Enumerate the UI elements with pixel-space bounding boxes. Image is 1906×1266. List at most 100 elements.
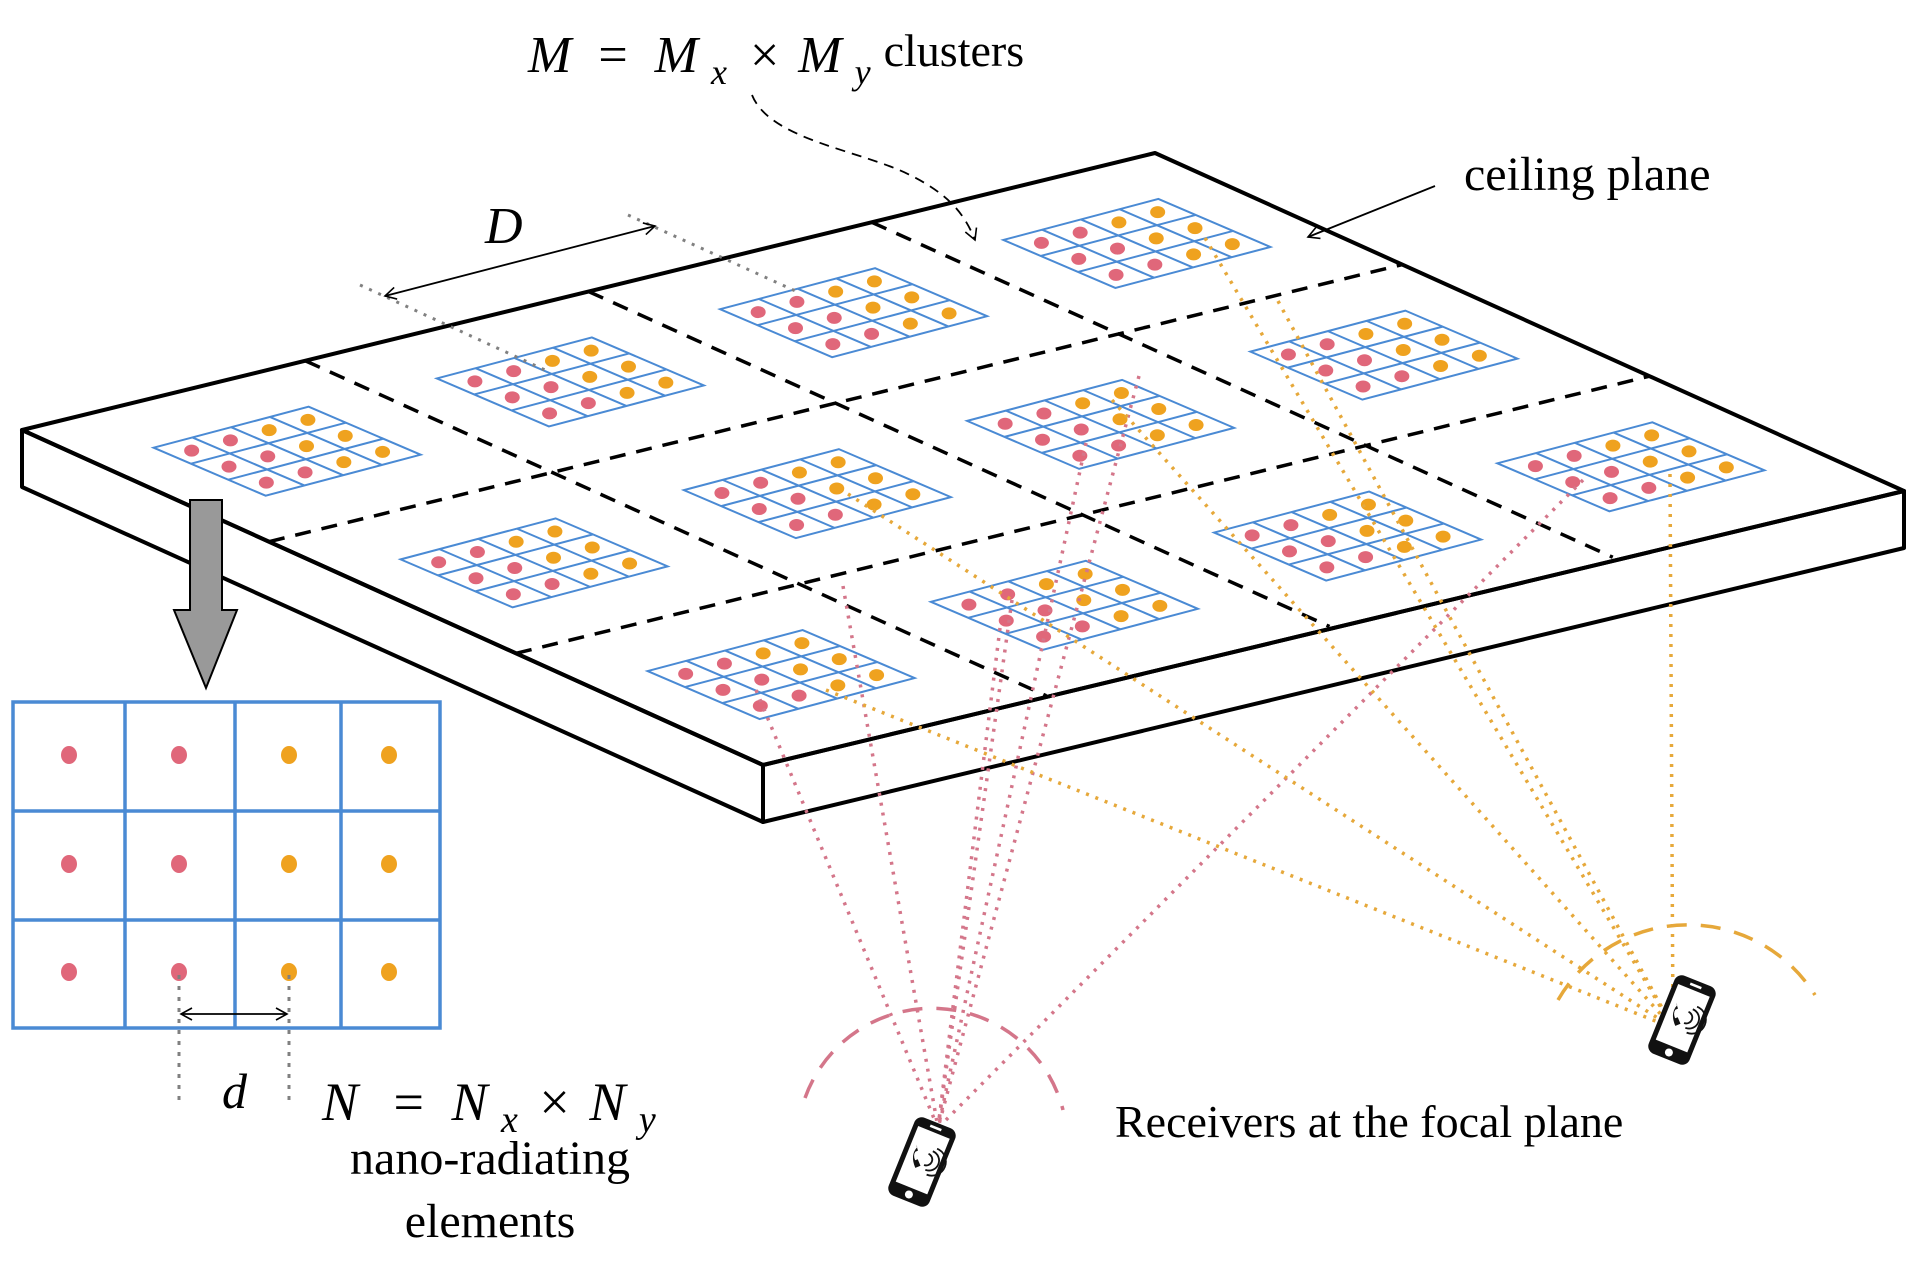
enlarged-element-dot	[171, 963, 187, 981]
enlarged-cluster-outline	[11, 700, 442, 1030]
partition-line-col	[871, 220, 1614, 559]
clusters-formula: M = M x × M y clusters	[527, 25, 1025, 242]
radiating-element-dot	[1322, 508, 1338, 521]
radiating-element-dot	[1244, 529, 1260, 542]
cluster	[1211, 490, 1485, 582]
radiating-element-dot	[865, 301, 881, 314]
radiating-element-dot	[1037, 604, 1053, 617]
cluster-grid-line	[190, 421, 347, 465]
radiating-element-dot	[791, 689, 807, 702]
radiating-element-dot	[789, 295, 805, 308]
radiating-element-dot	[1111, 439, 1127, 452]
element-spacing-label: d	[222, 1063, 248, 1119]
cluster-grid-line	[835, 277, 949, 328]
enlarged-element-dot	[61, 855, 77, 873]
radiating-element-dot	[1036, 630, 1052, 643]
formula-m: M	[527, 27, 574, 84]
radiating-element-dot	[905, 488, 921, 501]
cluster-spacing-annotation: D	[359, 198, 801, 372]
radiating-element-dot	[754, 673, 770, 686]
beam-lines	[754, 237, 1817, 1130]
cluster-grid-line	[1291, 511, 1405, 561]
cluster	[397, 517, 671, 609]
radiating-element-dot	[830, 456, 846, 469]
formula-equals: =	[598, 27, 627, 84]
cluster-grid-line	[1041, 410, 1198, 454]
radiating-element-dot	[1565, 476, 1581, 489]
cluster-grid-line	[685, 659, 799, 710]
radiating-element-dot	[1397, 317, 1413, 330]
elements-formula-text: N = N x × N y	[321, 1072, 656, 1144]
focal-arc-orange	[1556, 923, 1817, 1001]
radiating-element-dot	[1644, 429, 1660, 442]
cluster-grid-line	[967, 575, 1124, 619]
radiating-element-dot	[258, 476, 274, 489]
radiating-element-dot	[622, 557, 638, 570]
radiating-element-dot	[222, 434, 238, 447]
radiating-element-dot	[751, 503, 767, 515]
radiating-element-dot	[221, 460, 237, 473]
radiating-element-dot	[1358, 551, 1374, 564]
radiating-element-dot	[1112, 413, 1128, 426]
cluster-grid-line	[1327, 330, 1441, 381]
signal-waves-icon	[923, 1147, 947, 1177]
radiating-element-dot	[621, 360, 636, 373]
radiating-element-dot	[1073, 423, 1089, 436]
radiating-element-dot	[1433, 360, 1449, 372]
radiating-element-dot	[1398, 514, 1414, 527]
call-icon	[1672, 1002, 1681, 1026]
cluster-grid-line	[1040, 213, 1196, 257]
radiating-element-dot	[1036, 407, 1052, 420]
radiating-element-dot	[1471, 349, 1487, 362]
radiating-element-dot	[941, 307, 957, 320]
radiating-element-dot	[1396, 540, 1412, 553]
radiating-element-dot	[715, 683, 731, 696]
cluster-grid-line	[969, 590, 1083, 641]
cluster-grid-line	[511, 368, 667, 412]
radiating-element-dot	[750, 306, 766, 319]
radiating-element-dot	[753, 476, 769, 489]
radiating-element-dot	[543, 381, 559, 394]
cluster-grid-line	[1366, 319, 1480, 370]
radiating-element-dot	[1602, 492, 1618, 505]
radiating-element-dot	[1357, 354, 1372, 367]
cluster-grid-line	[722, 478, 836, 529]
radiating-element-dot	[1148, 232, 1164, 245]
radiating-element-dot	[1359, 524, 1375, 537]
cluster-grid-line	[269, 416, 383, 466]
cluster-grid-line	[1534, 437, 1690, 481]
radiating-element-dot	[1113, 387, 1129, 399]
radiating-element-dot	[866, 498, 882, 511]
cluster-grid-line	[1574, 441, 1688, 492]
formula-my-sub: y	[852, 52, 871, 92]
clusters-word: clusters	[884, 25, 1025, 76]
element-spacing-annotation: d	[177, 975, 291, 1119]
cluster-grid-line	[758, 298, 872, 348]
cluster-grid-line	[1329, 500, 1443, 551]
beam-orange	[1668, 473, 1675, 1029]
radiating-element-dot	[1681, 445, 1697, 458]
cluster-grid-line	[1077, 229, 1234, 273]
partition-line-col	[304, 359, 1047, 698]
radiating-element-dot	[299, 440, 314, 453]
radiating-element-dot	[1035, 433, 1050, 446]
radiating-element-dot	[505, 588, 521, 601]
phone-screen	[1655, 983, 1710, 1053]
radiating-element-dot	[584, 541, 600, 554]
radiating-element-dot	[468, 572, 484, 585]
ceiling-plane-pointer	[1306, 185, 1436, 240]
cluster-grid-line	[1082, 389, 1196, 440]
call-icon	[912, 1144, 921, 1168]
radiating-element-dot	[1280, 348, 1296, 361]
cluster-spacing-label: D	[484, 198, 523, 255]
focal-arc-pink	[803, 1006, 1065, 1111]
beam-orange	[847, 492, 1674, 1030]
radiating-element-dot	[507, 562, 523, 574]
radiating-element-dot	[1075, 397, 1091, 410]
radiating-element-dot	[1358, 328, 1374, 340]
radiating-element-dot	[827, 508, 843, 521]
beam-pink	[936, 627, 1002, 1129]
cluster-grid-line	[799, 458, 913, 509]
beam-orange	[1110, 398, 1675, 1030]
radiating-element-dot	[1642, 455, 1658, 468]
